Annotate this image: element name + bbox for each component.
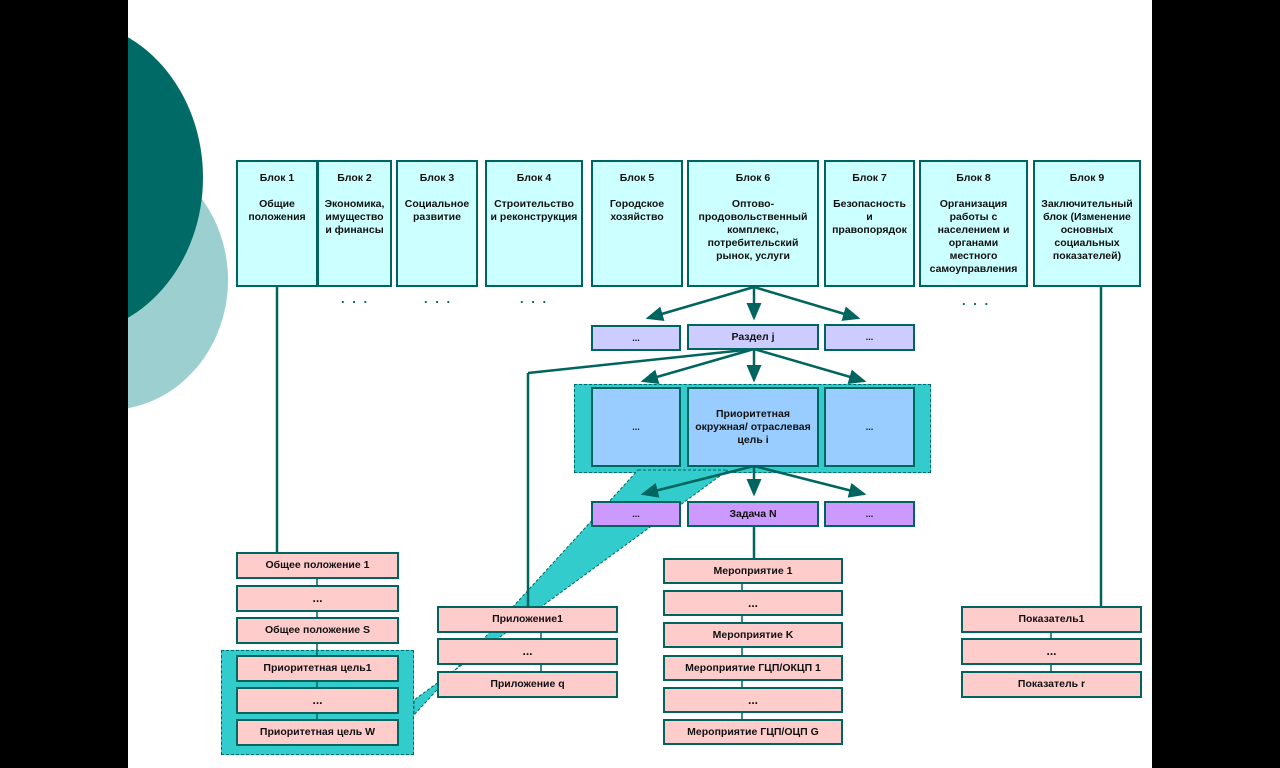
block-6: Блок 6 Оптово-продовольственный комплекс,…	[687, 160, 819, 287]
funnel-shape	[413, 469, 730, 717]
appendix-q: Приложение q	[437, 671, 618, 698]
block-1-title: Блок 1	[259, 172, 295, 184]
goal-right: ...	[824, 387, 915, 467]
slide: Блок 1 Общие положения Блок 2 Экономика, и…	[128, 0, 1152, 768]
ellipsis-block-2: . . .	[341, 291, 370, 306]
block-5-text: Городское хозяйство	[609, 198, 665, 223]
block-1-text: Общие положения	[248, 198, 306, 223]
appendix-1: Приложение1	[437, 606, 618, 633]
block-7-title: Блок 7	[852, 172, 887, 184]
measure-ellipsis-2: ...	[663, 687, 843, 713]
section-left: ...	[591, 325, 681, 351]
block-7: Блок 7 Безопасность и правопорядок	[824, 160, 915, 287]
measure-program-1: Мероприятие ГЦП/ОКЦП 1	[663, 655, 843, 681]
indicator-r: Показатель r	[961, 671, 1142, 698]
measure-k: Мероприятие K	[663, 622, 843, 648]
block-6-text: Оптово-продовольственный комплекс, потре…	[698, 198, 808, 262]
goal-i: Приоритетная окружная/ отраслевая цель i	[687, 387, 819, 467]
ellipsis-block-4: . . .	[520, 291, 549, 306]
goal-left: ...	[591, 387, 681, 467]
block-7-text: Безопасность и правопорядок	[832, 198, 907, 236]
indicator-ellipsis: ...	[961, 638, 1142, 665]
connector-line	[640, 347, 755, 385]
connector-line	[753, 347, 867, 385]
measure-1: Мероприятие 1	[663, 558, 843, 584]
priority-goal-1: Приоритетная цель1	[236, 655, 399, 682]
general-provision-1: Общее положение 1	[236, 552, 399, 579]
block-4-title: Блок 4	[516, 172, 552, 184]
connector-line	[527, 347, 755, 375]
section-right: ...	[824, 324, 915, 351]
connector-line	[645, 285, 755, 321]
section-j: Раздел j	[687, 324, 819, 350]
connector-layer	[275, 285, 1103, 720]
indicator-1: Показатель1	[961, 606, 1142, 633]
general-provision-s: Общее положение S	[236, 617, 399, 644]
block-2-title: Блок 2	[337, 172, 372, 184]
block-3-text: Социальное развитие	[404, 198, 470, 223]
task-n: Задача N	[687, 501, 819, 527]
block-9-text: Заключительный блок (Изменение основных …	[1041, 198, 1133, 262]
block-2: Блок 2 Экономика, имущество и финансы	[317, 160, 392, 287]
block-9: Блок 9 Заключительный блок (Изменение осн…	[1033, 160, 1141, 287]
ellipsis-block-8: . . .	[962, 293, 991, 308]
block-5: Блок 5 Городское хозяйство	[591, 160, 683, 287]
task-left: ...	[591, 501, 681, 527]
task-right: ...	[824, 501, 915, 527]
block-9-title: Блок 9	[1069, 172, 1105, 184]
ellipsis-block-3: . . .	[424, 291, 453, 306]
block-8: Блок 8 Организация работы с населением и …	[919, 160, 1028, 287]
block-2-text: Экономика, имущество и финансы	[324, 198, 385, 236]
block-5-title: Блок 5	[619, 172, 655, 184]
block-3-title: Блок 3	[419, 172, 455, 184]
appendix-ellipsis: ...	[437, 638, 618, 665]
connector-line	[753, 285, 861, 321]
priority-goal-ellipsis: ...	[236, 687, 399, 714]
connector-line	[640, 464, 755, 498]
connector-line	[753, 464, 867, 498]
measure-program-g: Мероприятие ГЦП/ОЦП G	[663, 719, 843, 745]
measure-ellipsis-1: ...	[663, 590, 843, 616]
block-3: Блок 3 Социальное развитие	[396, 160, 478, 287]
block-8-text: Организация работы с населением и органа…	[929, 198, 1018, 275]
block-6-title: Блок 6	[735, 172, 771, 184]
block-4: Блок 4 Строительство и реконструкция	[485, 160, 583, 287]
block-4-text: Строительство и реконструкция	[490, 198, 578, 223]
priority-goal-w: Приоритетная цель W	[236, 719, 399, 746]
block-8-title: Блок 8	[956, 172, 991, 184]
general-provision-ellipsis: ...	[236, 585, 399, 612]
block-1: Блок 1 Общие положения	[236, 160, 318, 287]
